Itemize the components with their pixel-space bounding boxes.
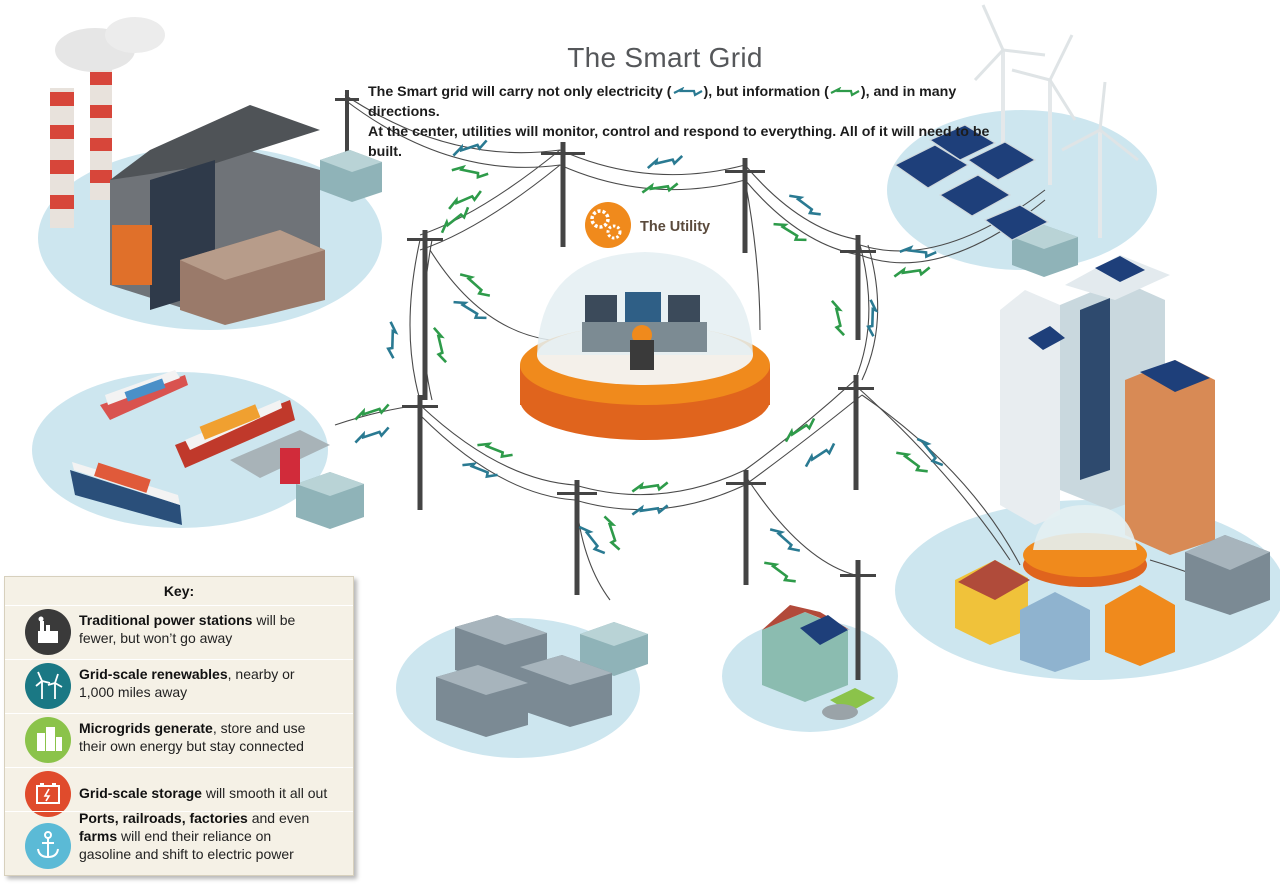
key-item-bold: Grid-scale renewables xyxy=(79,666,228,682)
wind-turbine-icon xyxy=(25,663,71,709)
subtitle-line1-middle: ), but information ( xyxy=(703,84,829,100)
key-item-text: , store and use xyxy=(212,720,306,736)
battery-icon xyxy=(25,771,71,817)
electricity-flow-arrow xyxy=(386,321,399,359)
gear-icon xyxy=(585,202,631,248)
electricity-flow-arrow xyxy=(769,528,801,552)
electricity-flow-arrow xyxy=(646,154,684,170)
key-item-bold: Ports, railroads, factories xyxy=(79,810,248,826)
electricity-flow-arrow xyxy=(916,437,944,467)
electricity-flow-arrow xyxy=(899,245,937,259)
information-flow-arrow xyxy=(477,442,513,459)
electricity-flow-arrow xyxy=(578,525,606,555)
subtitle: The Smart grid will carry not only elect… xyxy=(368,82,1008,162)
information-flow-arrow xyxy=(896,451,928,473)
key-item-line2: 1,000 miles away xyxy=(79,684,188,700)
subtitle-line2: At the center, utilities will monitor, c… xyxy=(368,124,990,160)
key-divider xyxy=(5,713,353,714)
information-flow-arrow xyxy=(830,299,846,337)
key-item-line2: their own energy but stay connected xyxy=(79,738,304,754)
electricity-flow-arrow xyxy=(789,194,821,216)
anchor-icon xyxy=(25,823,71,869)
microgrid-city xyxy=(955,255,1270,672)
page-title: The Smart Grid xyxy=(567,42,763,73)
electricity-flow-arrow xyxy=(453,300,487,320)
utility-poles xyxy=(335,90,876,680)
key-item-bold: Traditional power stations xyxy=(79,612,253,628)
electricity-flow-arrow xyxy=(866,299,879,337)
key-divider xyxy=(5,811,353,812)
key-item-text: , nearby or xyxy=(227,666,295,682)
electricity-flow-arrow xyxy=(462,462,498,479)
key-title: Key: xyxy=(163,583,195,599)
grid-storage-batteries xyxy=(436,615,612,737)
key-divider xyxy=(5,605,353,606)
buildings-icon xyxy=(25,717,71,763)
key-item-line2: fewer, but won’t go away xyxy=(79,630,233,646)
electricity-flow-arrow xyxy=(804,442,836,468)
information-flow-arrow xyxy=(354,403,390,421)
information-flow-arrow xyxy=(893,266,931,278)
key-item-text2: will end their reliance on xyxy=(117,828,272,844)
key-divider xyxy=(5,659,353,660)
central-utility-dome xyxy=(520,252,770,440)
electricity-flow-arrow xyxy=(452,139,488,157)
electricity-flow-arrow xyxy=(354,426,390,444)
port-with-ships xyxy=(70,370,330,525)
key-item-text: and even xyxy=(247,810,310,826)
wind-and-solar-farm xyxy=(893,4,1139,241)
key-item-text: will be xyxy=(252,612,296,628)
information-flow-arrow xyxy=(784,417,816,443)
information-flow-arrow xyxy=(603,515,621,551)
power-plant xyxy=(50,17,325,325)
factory-icon xyxy=(25,609,71,655)
information-arrow-icon xyxy=(830,87,860,97)
electricity-arrow-icon xyxy=(673,87,703,97)
key-item-bold: Grid-scale storage xyxy=(79,785,202,801)
information-flow-arrow xyxy=(773,222,807,242)
information-flow-arrow xyxy=(432,326,448,364)
flow-arrows xyxy=(354,139,944,583)
information-flow-arrow xyxy=(631,481,669,493)
key-item-text: will smooth it all out xyxy=(201,785,328,801)
information-flow-arrow xyxy=(764,561,796,583)
information-flow-arrow xyxy=(641,182,679,194)
key-item-line3: gasoline and shift to electric power xyxy=(79,846,294,862)
utility-label: The Utility xyxy=(640,219,711,235)
key-legend: Key: Traditional power stations will be f… xyxy=(4,576,354,876)
subtitle-line1-end: ), and in many directions. xyxy=(368,84,957,120)
information-flow-arrow xyxy=(448,190,482,210)
electricity-flow-arrow xyxy=(631,504,669,516)
key-divider xyxy=(5,767,353,768)
information-flow-arrow xyxy=(451,164,489,180)
key-item-bold2: farms xyxy=(79,828,118,844)
house-with-ev xyxy=(762,605,875,720)
information-flow-arrow xyxy=(440,206,470,234)
key-item-bold: Microgrids generate xyxy=(79,720,213,736)
information-flow-arrow xyxy=(459,273,491,297)
subtitle-line1-start: The Smart grid will carry not only elect… xyxy=(368,84,672,100)
